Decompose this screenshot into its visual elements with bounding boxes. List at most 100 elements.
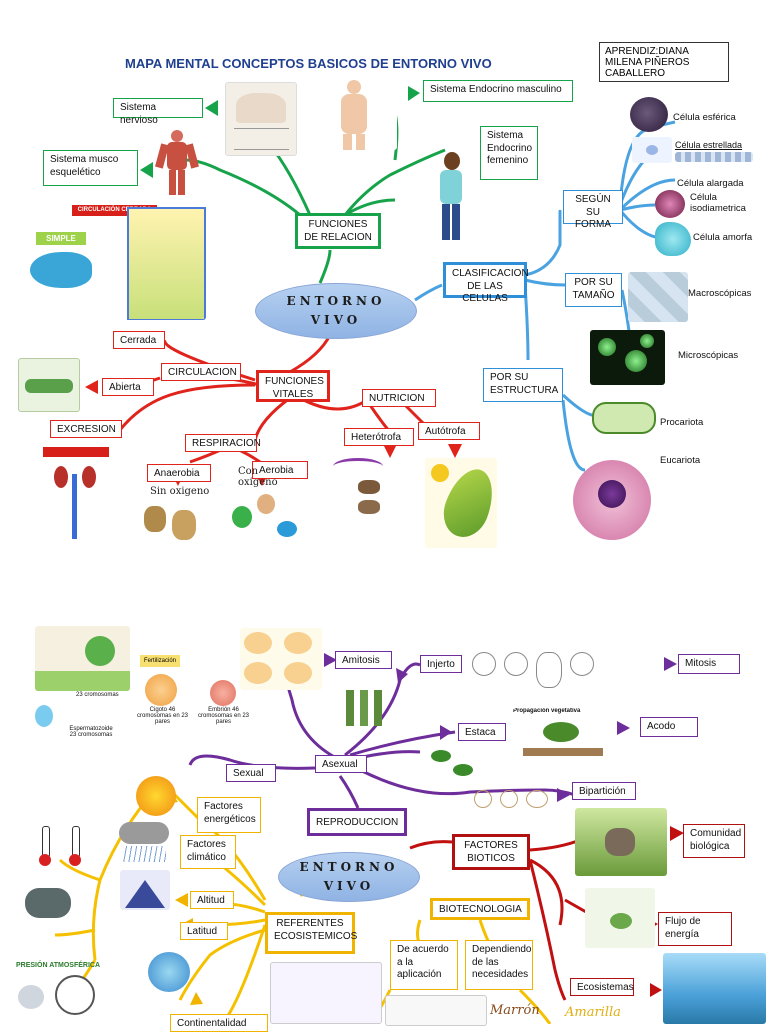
- cerrada-node: Cerrada: [113, 331, 165, 349]
- circulacion-node: CIRCULACION: [161, 363, 241, 381]
- altitud-node: Altitud: [190, 891, 234, 909]
- ecosistemas-node: Ecosistemas: [570, 978, 634, 996]
- clasificacion-celulas-node: CLASIFICACION DE LAS CELULAS: [443, 262, 529, 304]
- por-tamano-node: POR SU TAMAÑO: [565, 273, 622, 307]
- anaerobic-image: Sin oxigeno: [138, 486, 210, 556]
- mitosis-node: Mitosis: [678, 654, 740, 674]
- elongated-cell-image: [675, 152, 753, 162]
- author-box: APRENDIZ:DIANA MILENA PIÑEROS CABALLERO: [599, 42, 729, 82]
- segun-forma-node: SEGÚN SU FORMA: [563, 190, 623, 230]
- celula-alargada-label: Célula alargada: [677, 178, 744, 189]
- center-node-entorno-vivo-2: ENTORNO VIVO: [278, 852, 420, 902]
- marron-label: Marrón: [490, 1003, 540, 1018]
- asexual-node: Asexual: [315, 755, 367, 773]
- nervous-system-image: [225, 82, 297, 156]
- circulation-open-image: [18, 358, 80, 412]
- injerto-node: Injerto: [420, 655, 462, 673]
- endocrino-femenino-node: Sistema Endocrino femenino: [480, 126, 538, 180]
- comunidad-node: Comunidad biológica: [683, 824, 745, 858]
- microscopicas-label: Microscópicas: [678, 350, 739, 361]
- cromosomas-label: 23 cromosomas: [76, 692, 119, 698]
- simple-img-label: SIMPLE: [36, 232, 86, 245]
- estaca-image: [425, 738, 480, 786]
- embrion-label: Embrión 46 cromosomas en 23 pares: [197, 707, 250, 725]
- factores-bioticos-node: FACTORES BIOTICOS: [452, 834, 530, 870]
- cloud-icon: [18, 985, 44, 1009]
- ecosystem-image: [663, 953, 766, 1024]
- female-endocrine-image: [422, 150, 477, 242]
- fertilizacion-label: Fertilización: [140, 655, 180, 667]
- male-endocrine-image: [325, 78, 397, 150]
- isodiametric-cell-image: [655, 190, 685, 218]
- celula-esferica-label: Célula esférica: [673, 112, 736, 123]
- por-estructura-node: POR SU ESTRUCTURA: [483, 368, 563, 402]
- procariota-label: Procariota: [660, 417, 704, 428]
- funciones-vitales-node: FUNCIONES VITALES: [256, 370, 330, 402]
- presion-label: PRESIÓN ATMOSFÉRICA: [16, 962, 101, 969]
- abierta-node: Abierta: [102, 378, 154, 396]
- espermatozoide-label: Espermatozoide 23 cromosomas: [69, 726, 113, 738]
- biotecnologia-node: BIOTECNOLOGIA: [430, 898, 530, 920]
- center2-word-1: ENTORNO: [299, 859, 399, 874]
- necesidades-node: Dependiendo de las necesidades: [465, 940, 533, 990]
- embryo-image: [210, 680, 236, 706]
- autotrofa-node: Autótrofa: [418, 422, 480, 440]
- star-cell-image: [632, 137, 672, 163]
- celula-isodiametrica-label: Célula isodiametrica: [690, 192, 746, 214]
- biotech-image-1: [270, 962, 382, 1024]
- sistema-musco-node: Sistema musco esquelético: [43, 150, 138, 186]
- estaca-node: Estaca: [458, 723, 506, 741]
- latitude-globe-image: [148, 952, 190, 992]
- heterotrophic-image: [318, 458, 393, 528]
- center-word-2: VIVO: [310, 313, 362, 327]
- continentalidad-node: Continentalidad: [170, 1014, 268, 1032]
- biotech-image-2: [385, 995, 487, 1026]
- sin-oxigeno-label: Sin oxigeno: [150, 486, 210, 497]
- spherical-cell-image: [630, 97, 668, 132]
- storm-cloud-image: [25, 888, 71, 918]
- flujo-node: Flujo de energía: [658, 912, 732, 946]
- climatico-node: Factores climático: [180, 835, 236, 869]
- amarilla-label: Amarilla: [565, 1005, 621, 1020]
- center-word-1: ENTORNO: [286, 293, 386, 308]
- circulacion-cerrada-img-label: CIRCULACIÓN CERRADA: [72, 205, 157, 216]
- anaerobia-node: Anaerobia: [147, 464, 211, 482]
- thermometer-icon: [38, 826, 52, 866]
- nutricion-node: NUTRICION: [362, 389, 436, 407]
- center2-word-2: VIVO: [323, 879, 375, 893]
- sistema-nervioso-node: Sistema nervioso: [113, 98, 203, 126]
- macroscopicas-label: Macroscópicas: [688, 288, 752, 299]
- sun-image: [136, 776, 176, 816]
- aerobia-node: Aerobia: [252, 461, 308, 479]
- cigoto-label: Cigoto 46 cromosomas en 23 pares: [136, 707, 189, 725]
- injerto-image: [338, 680, 388, 730]
- con-oxigeno-label: Con oxigeno: [238, 466, 278, 488]
- barometer-icon: [55, 975, 95, 1015]
- prokaryote-image: [572, 388, 662, 448]
- nature-scene-image: [35, 626, 130, 691]
- respiracion-node: RESPIRACION: [185, 434, 261, 452]
- celula-amorfa-label: Célula amorfa: [693, 232, 753, 243]
- celula-estrellada-label: Célula estrellada: [675, 140, 743, 150]
- thermometer-icon-2: [68, 826, 82, 866]
- mitosis-image: [470, 648, 610, 700]
- amorphous-cell-image: [655, 222, 691, 256]
- rain-cloud-image: [114, 820, 174, 864]
- aerobic-image: Con oxigeno: [222, 466, 300, 556]
- excresion-node: EXCRESION: [50, 420, 122, 438]
- biparticion-image: [470, 780, 550, 820]
- muscle-skeleton-image: [155, 130, 200, 195]
- macroscopic-image: [628, 272, 688, 322]
- map-title: MAPA MENTAL CONCEPTOS BASICOS DE ENTORNO…: [125, 56, 492, 71]
- energeticos-node: Factores energéticos: [197, 797, 261, 833]
- heterotrofa-node: Heterótrofa: [344, 428, 414, 446]
- biological-community-image: [575, 808, 667, 876]
- autotrophic-image: [425, 458, 497, 548]
- endocrino-masculino-node: Sistema Endocrino masculino: [423, 80, 573, 102]
- altitude-image: [120, 870, 170, 910]
- latitud-node: Latitud: [180, 922, 228, 940]
- eucariota-label: Eucariota: [660, 455, 701, 466]
- excretion-image: [40, 444, 112, 544]
- reproduccion-node: REPRODUCCION: [307, 808, 407, 836]
- amitosis-node: Amitosis: [335, 651, 392, 669]
